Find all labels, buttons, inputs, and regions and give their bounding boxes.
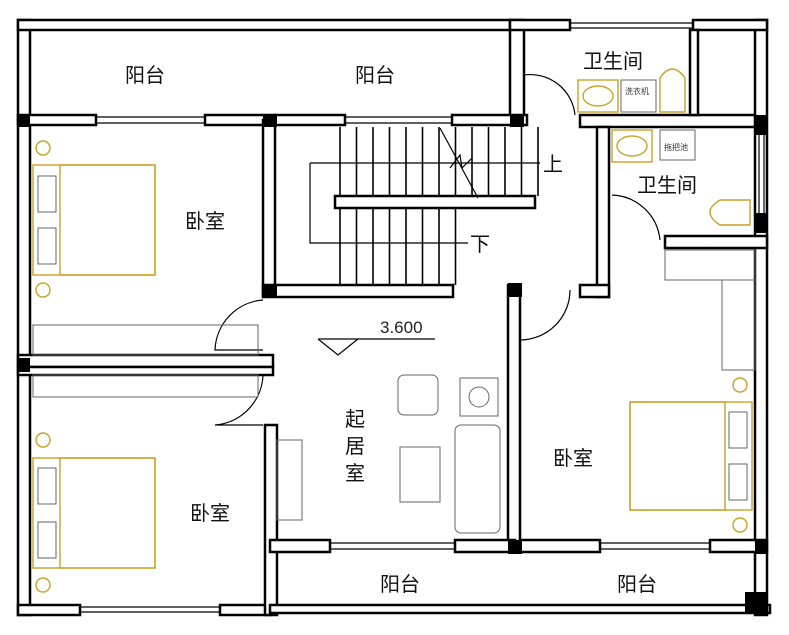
stair-cut-mark bbox=[309, 127, 540, 244]
label-bedroom-top-left: 卧室 bbox=[185, 209, 225, 233]
label-stair-up: 上 bbox=[543, 152, 563, 176]
bed-top-left bbox=[32, 140, 156, 298]
elevation-mark bbox=[317, 338, 435, 356]
label-stair-down: 下 bbox=[470, 232, 490, 256]
bed-bottom-left bbox=[32, 432, 156, 593]
label-bedroom-right: 卧室 bbox=[553, 446, 593, 470]
doors bbox=[214, 73, 661, 426]
label-bathroom-lower: 卫生间 bbox=[637, 173, 697, 197]
elevation-value: 3.600 bbox=[380, 318, 423, 337]
staircase bbox=[339, 127, 539, 285]
label-balcony-top-left: 阳台 bbox=[125, 63, 165, 87]
label-balcony-bottom-mid: 阳台 bbox=[380, 572, 420, 596]
bathroom-fixtures bbox=[577, 68, 751, 226]
windows bbox=[80, 22, 765, 613]
columns bbox=[18, 115, 767, 614]
wardrobes bbox=[32, 249, 756, 398]
label-mop-sink: 拖把池 bbox=[664, 142, 688, 152]
label-balcony-top-mid: 阳台 bbox=[355, 63, 395, 87]
living-furniture bbox=[276, 374, 501, 534]
bed-right bbox=[629, 377, 753, 533]
label-living-room-2: 居 bbox=[345, 434, 365, 458]
label-washing-machine: 洗衣机 bbox=[625, 86, 649, 96]
label-balcony-bottom-right: 阳台 bbox=[617, 572, 657, 596]
label-living-room-3: 室 bbox=[345, 461, 365, 485]
label-living-room-1: 起 bbox=[345, 407, 365, 431]
label-bathroom-upper: 卫生间 bbox=[583, 49, 643, 73]
room-labels: 阳台 阳台 卫生间 卫生间 卧室 卧室 卧室 起 居 室 阳台 阳台 上 下 3… bbox=[125, 49, 697, 596]
label-bedroom-bottom-left: 卧室 bbox=[190, 501, 230, 525]
